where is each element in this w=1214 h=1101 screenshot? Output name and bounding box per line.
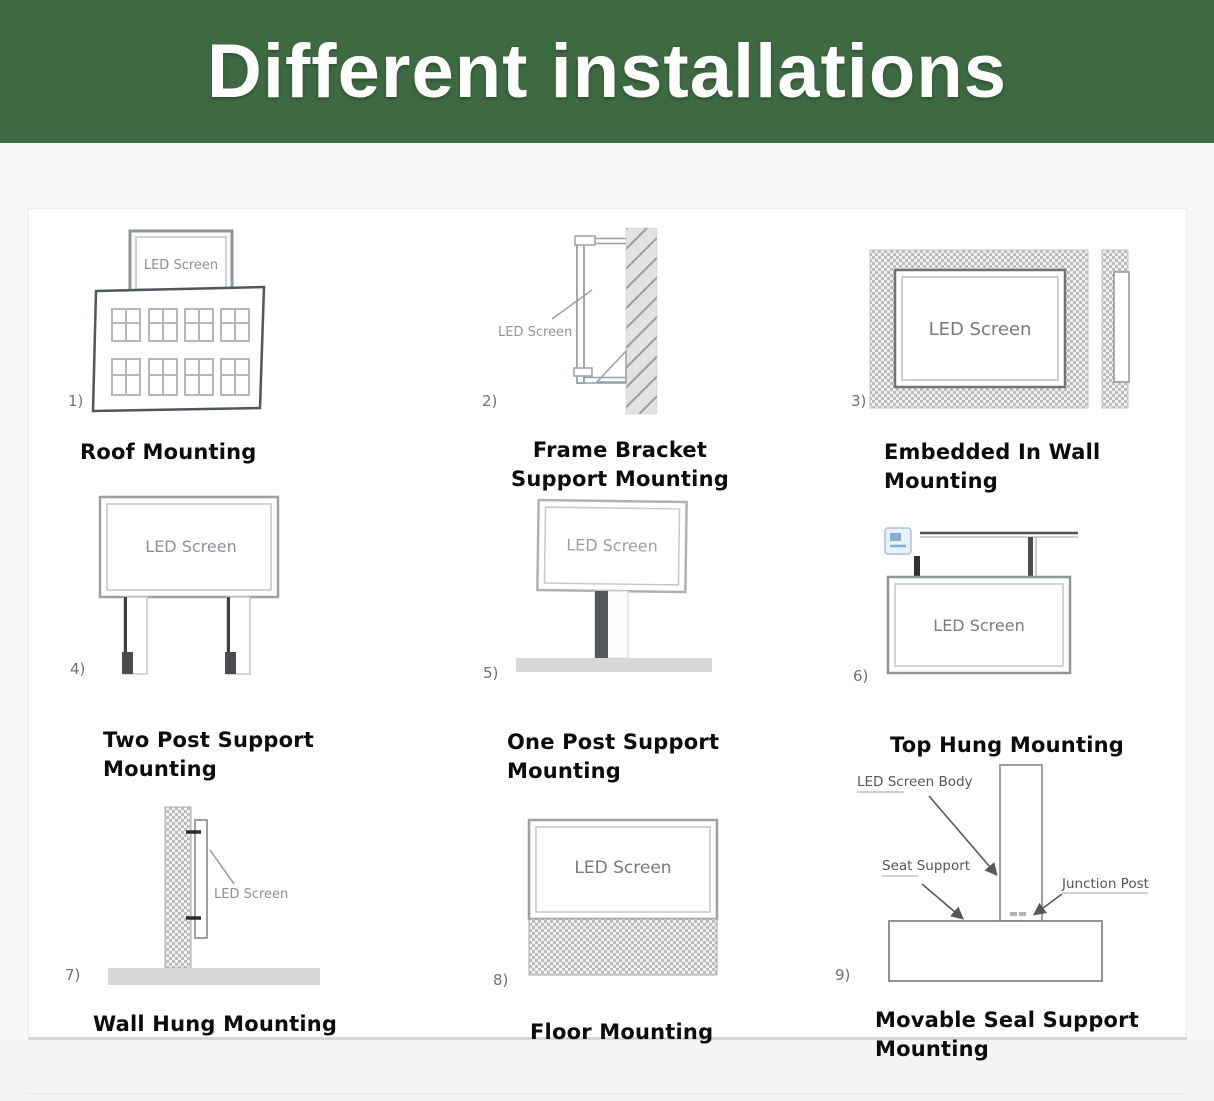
leader-arrow-junction bbox=[1032, 893, 1063, 916]
frame-bracket-illustration: LED Screen bbox=[498, 227, 658, 415]
pointer-line bbox=[209, 849, 235, 885]
leader-arrow-body bbox=[928, 795, 998, 876]
top-hung-screen-label: LED Screen bbox=[933, 616, 1024, 635]
led-screen-shape: LED Screen bbox=[536, 498, 688, 594]
embedded-screen-label: LED Screen bbox=[929, 319, 1032, 340]
two-post-illustration: LED Screen bbox=[98, 495, 280, 675]
figure-number-1: 1) bbox=[68, 392, 84, 410]
building-windows bbox=[111, 308, 250, 396]
figure-movable-seal-mounting: LED Screen Body Seat Support Junction Po… bbox=[826, 756, 1156, 988]
two-post-screen-label: LED Screen bbox=[145, 537, 236, 556]
frame-screen-label: LED Screen bbox=[498, 325, 572, 340]
seat-support-label: Seat Support bbox=[882, 858, 970, 874]
junction-marks bbox=[1010, 912, 1026, 916]
ceiling-beam-shape bbox=[920, 531, 1078, 538]
ground-shape bbox=[516, 658, 712, 672]
figure-number-2: 2) bbox=[482, 392, 498, 410]
pointer-line bbox=[551, 289, 593, 320]
led-screen-body-label: LED Screen Body bbox=[857, 774, 973, 790]
caption-wall-hung-mounting: Wall Hung Mounting bbox=[93, 1012, 338, 1036]
caption-floor-mounting: Floor Mounting bbox=[530, 1020, 714, 1044]
led-screen-shape: LED Screen bbox=[98, 495, 280, 599]
embedded-wall-illustration: LED Screen bbox=[869, 249, 1130, 409]
floor-screen-label: LED Screen bbox=[574, 858, 671, 878]
figure-one-post-mounting: LED Screen bbox=[478, 492, 718, 680]
figure-two-post-mounting: LED Screen bbox=[58, 488, 293, 693]
horizontal-divider bbox=[28, 1037, 1187, 1040]
led-screen-shape: LED Screen bbox=[527, 818, 719, 921]
support-posts-shape bbox=[122, 596, 251, 675]
figure-number-3: 3) bbox=[851, 392, 867, 410]
image-placeholder-icon bbox=[884, 527, 912, 555]
page-title: Different installations bbox=[207, 29, 1007, 114]
base-plinth-shape bbox=[528, 918, 718, 976]
bottom-strip bbox=[0, 1040, 1214, 1101]
mounting-brackets-shape bbox=[186, 830, 201, 920]
caption-movable-seal-mounting: Movable Seal Support Mounting bbox=[875, 1008, 1139, 1061]
figure-number-5: 5) bbox=[483, 664, 499, 682]
seat-support-shape bbox=[888, 920, 1103, 982]
movable-seal-illustration: LED Screen Body Seat Support Junction Po… bbox=[857, 764, 1149, 982]
building-shape bbox=[91, 285, 266, 413]
caption-one-post-mounting: One Post Support Mounting bbox=[507, 730, 720, 783]
led-screen-shape bbox=[194, 819, 208, 939]
wall-side-view-shape bbox=[1101, 249, 1130, 409]
one-post-screen-label: LED Screen bbox=[566, 535, 658, 555]
figure-number-8: 8) bbox=[493, 971, 509, 989]
figure-floor-mounting: LED Screen bbox=[478, 812, 738, 984]
figure-wall-hung-mounting: LED Screen bbox=[58, 798, 338, 992]
led-screen-body-shape bbox=[999, 764, 1043, 922]
leader-arrow-seat bbox=[921, 883, 964, 920]
header-banner: Different installations bbox=[0, 0, 1214, 143]
ground-shape bbox=[108, 968, 320, 985]
wall-hung-illustration: LED Screen bbox=[108, 806, 320, 985]
led-screen-shape bbox=[573, 235, 627, 384]
hanger-posts-shape bbox=[914, 537, 1037, 577]
caption-two-post-mounting: Two Post Support Mounting bbox=[103, 728, 314, 781]
caption-frame-bracket-mounting: Frame Bracket Support Mounting bbox=[511, 438, 729, 491]
wall-hung-screen-label: LED Screen bbox=[214, 887, 288, 902]
figure-number-7: 7) bbox=[65, 966, 81, 984]
figure-top-hung-mounting: LED Screen bbox=[848, 518, 1098, 686]
led-screen-shape: LED Screen bbox=[893, 268, 1067, 389]
led-screen-shape: LED Screen bbox=[128, 229, 234, 297]
caption-top-hung-mounting: Top Hung Mounting bbox=[890, 733, 1124, 757]
top-hung-illustration: LED Screen bbox=[884, 527, 1078, 675]
led-screen-shape: LED Screen bbox=[886, 575, 1072, 675]
floor-mounting-illustration: LED Screen bbox=[527, 818, 719, 976]
one-post-illustration: LED Screen bbox=[516, 498, 712, 672]
figure-number-4: 4) bbox=[70, 660, 86, 678]
figure-number-6: 6) bbox=[853, 667, 869, 685]
support-brace-shape bbox=[595, 349, 627, 383]
figure-roof-mounting: LED Screen bbox=[58, 224, 283, 416]
support-post-shape bbox=[594, 590, 629, 659]
wall-shape bbox=[625, 227, 658, 415]
caption-roof-mounting: Roof Mounting bbox=[80, 440, 257, 464]
figure-frame-bracket-mounting: LED Screen bbox=[470, 224, 670, 420]
figure-number-9: 9) bbox=[835, 966, 851, 984]
junction-post-label: Junction Post bbox=[1061, 876, 1149, 892]
roof-mounting-illustration: LED Screen bbox=[91, 229, 266, 413]
caption-embedded-wall-mounting: Embedded In Wall Mounting bbox=[884, 440, 1101, 493]
figure-embedded-wall-mounting: LED Screen bbox=[848, 238, 1148, 416]
wall-shape bbox=[164, 806, 192, 969]
roof-screen-label: LED Screen bbox=[144, 258, 218, 273]
bottom-faint-line bbox=[28, 1093, 1187, 1094]
